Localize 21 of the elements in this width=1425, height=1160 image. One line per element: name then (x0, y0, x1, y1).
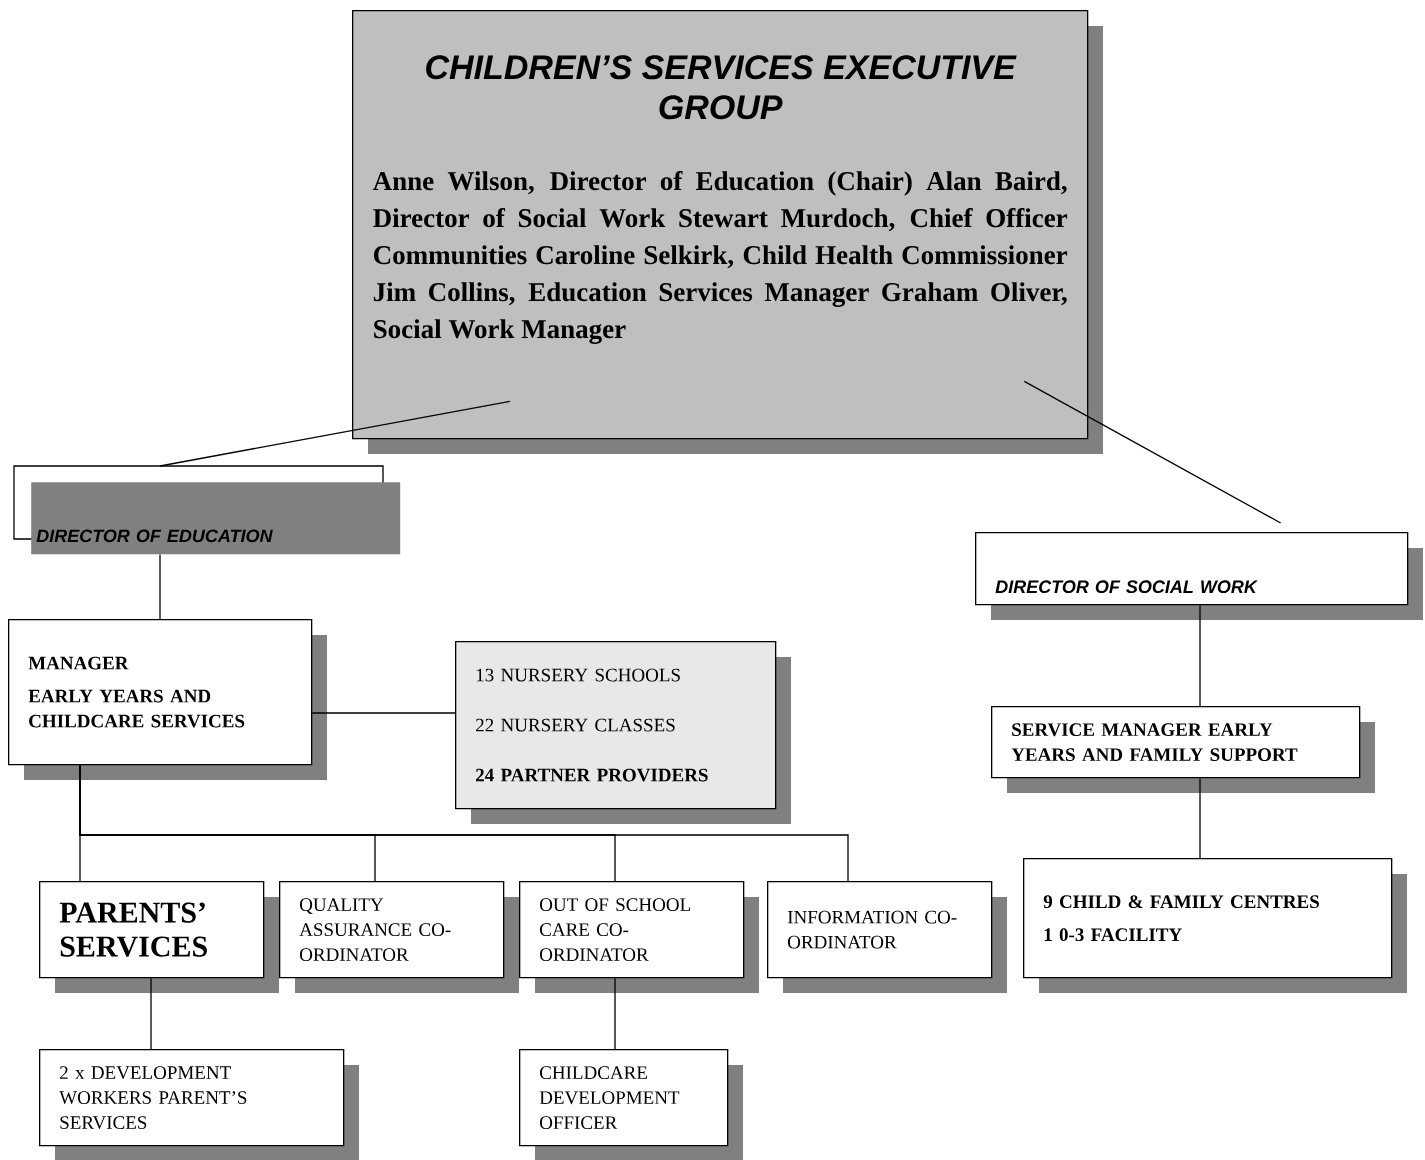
org-box: INFORMATION CO-ORDINATOR (767, 881, 1007, 993)
connector-line (159, 553, 161, 620)
org-box: CHILDCARE DEVELOPMENT OFFICER (519, 1049, 743, 1160)
group-box: CHILDREN’S SERVICES EXECUTIVE GROUP Anne Wilson, Director of Education (Chair) Alan Baird, Director of Social Work Stewart Murdoch, Chief Officer Communities Caroline Selkirk, Child Health Commissioner Jim Collins, Education Services Manager Graham Oliver, Social Work Manager (352, 10, 1103, 454)
connector-line (1199, 777, 1201, 859)
connector-line (159, 400, 511, 467)
connector-line (614, 977, 616, 1050)
director-box: DIRECTOR OF EDUCATION (13, 465, 401, 555)
org-box: QUALITY ASSURANCE CO-ORDINATOR (279, 881, 519, 993)
org-box: 2 x DEVELOPMENT WORKERS PARENT’S SERVICES (39, 1049, 359, 1160)
org-box: 13 NURSERY SCHOOLS 22 NURSERY CLASSES 24 PARTNER PROVIDERS (455, 641, 791, 824)
org-box: 9 CHILD & FAMILY CENTRES 1 0-3 FACILITY (1023, 858, 1407, 993)
org-box: SERVICE MANAGER EARLY YEARS AND FAMILY SUPPORT (991, 706, 1375, 793)
connector-line (1199, 604, 1201, 707)
org-box: OUT OF SCHOOL CARE CO-ORDINATOR (519, 881, 759, 993)
org-box: PARENTS’ SERVICES (39, 881, 279, 993)
connector-line (311, 712, 456, 714)
connector-line (79, 764, 849, 882)
connector-line (150, 977, 152, 1050)
director-box: DIRECTOR OF SOCIAL WORK (975, 532, 1423, 620)
org-box: MANAGER EARLY YEARS AND CHILDCARE SERVICES (8, 619, 327, 780)
